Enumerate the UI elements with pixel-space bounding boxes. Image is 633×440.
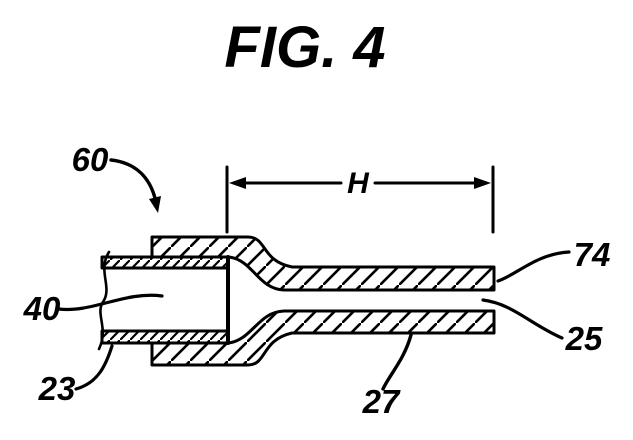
- ref-numeral-40: 40: [23, 290, 61, 327]
- leader-lines: [57, 158, 571, 391]
- figure-title: FIG. 4: [224, 15, 385, 80]
- leader-74: [496, 250, 571, 283]
- leader-40: [57, 293, 164, 312]
- ref-numeral-23: 23: [38, 370, 76, 407]
- tube-break-line: [97, 250, 111, 351]
- dimension-arrowhead-left-icon: [229, 177, 246, 189]
- leader-60: [109, 158, 157, 200]
- dimension-arrowhead-right-icon: [474, 177, 491, 189]
- dimension-h: H: [225, 165, 495, 234]
- ref-numeral-60: 60: [72, 141, 109, 178]
- sleeve-lower-body: [150, 309, 496, 367]
- leader-23: [74, 344, 114, 391]
- leader-25: [481, 298, 564, 340]
- dimension-label: H: [347, 167, 370, 200]
- inner-tube-bottom-wall: [100, 329, 230, 345]
- leader-60-arrowhead-icon: [149, 196, 161, 213]
- leader-27: [381, 333, 413, 391]
- sleeve-upper-body: [150, 235, 496, 292]
- ref-numeral-74: 74: [574, 236, 611, 273]
- inner-tube-top-wall: [100, 255, 230, 270]
- ref-numeral-27: 27: [362, 383, 401, 420]
- ref-numeral-25: 25: [565, 320, 603, 357]
